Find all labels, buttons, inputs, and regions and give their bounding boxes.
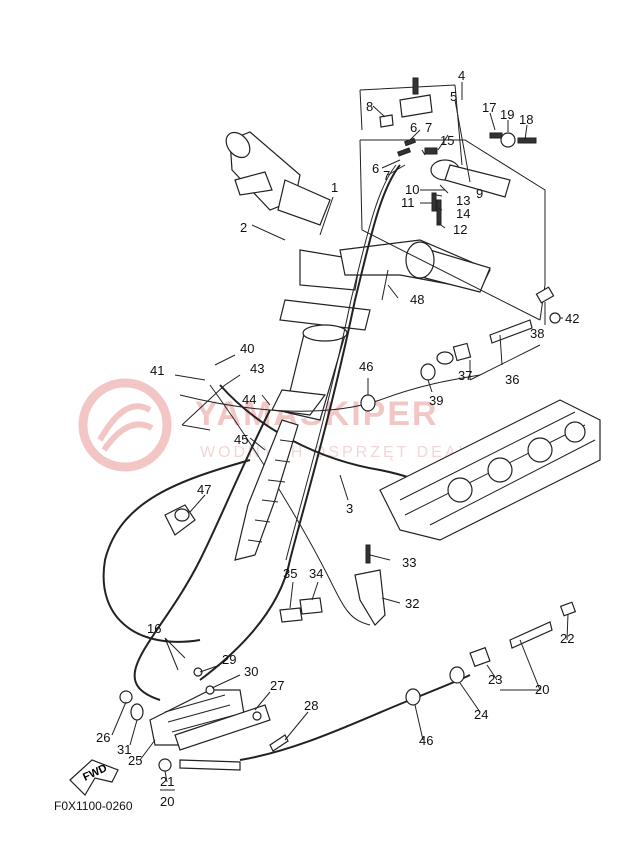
label-22: 22	[560, 631, 574, 646]
label-42: 42	[565, 311, 579, 326]
label-23: 23	[488, 672, 502, 687]
adjuster-parts	[360, 286, 561, 412]
part-labels: 1 2 3 4 5 6 7 8 15 6 7 10 13 9 11 14 12 …	[96, 68, 579, 809]
label-32: 32	[405, 596, 419, 611]
label-25: 25	[128, 753, 142, 768]
label-18: 18	[519, 112, 533, 127]
label-4: 4	[458, 68, 465, 83]
label-1: 1	[331, 180, 338, 195]
engine-block	[379, 399, 601, 541]
label-45: 45	[234, 432, 248, 447]
label-26: 26	[96, 730, 110, 745]
bracket-32	[279, 544, 386, 626]
label-5: 5	[450, 89, 457, 104]
label-38: 38	[530, 326, 544, 341]
label-43: 43	[250, 361, 264, 376]
label-33: 33	[402, 555, 416, 570]
label-21: 21	[160, 774, 174, 789]
label-12: 12	[453, 222, 467, 237]
label-15: 15	[440, 133, 454, 148]
label-2: 2	[240, 220, 247, 235]
label-47: 47	[197, 482, 211, 497]
label-28: 28	[304, 698, 318, 713]
label-6a: 6	[410, 120, 417, 135]
label-30: 30	[244, 664, 258, 679]
label-29: 29	[222, 652, 236, 667]
label-36: 36	[505, 372, 519, 387]
label-48: 48	[410, 292, 424, 307]
label-3: 3	[346, 501, 353, 516]
handlebar-left-grip	[225, 131, 331, 226]
throttle-parts	[379, 77, 537, 226]
label-40: 40	[240, 341, 254, 356]
label-20a: 20	[535, 682, 549, 697]
handlebar-right	[339, 239, 491, 301]
cable-clamp-47	[164, 504, 196, 536]
label-46a: 46	[359, 359, 373, 374]
label-46b: 46	[419, 733, 433, 748]
label-13: 13	[456, 193, 470, 208]
label-9: 9	[476, 186, 483, 201]
label-6b: 6	[372, 161, 379, 176]
label-7b: 7	[383, 168, 390, 183]
watermark-logo-icon	[78, 378, 172, 472]
label-39: 39	[429, 393, 443, 408]
label-34: 34	[309, 566, 323, 581]
label-41: 41	[150, 363, 164, 378]
label-14: 14	[456, 206, 470, 221]
lower-bracket	[119, 667, 271, 772]
label-16: 16	[147, 621, 161, 636]
cable-sleeve	[234, 419, 299, 561]
label-24: 24	[474, 707, 488, 722]
label-20b: 20	[160, 794, 174, 809]
fwd-arrow: FWD	[69, 759, 119, 796]
label-37: 37	[458, 368, 472, 383]
label-7a: 7	[425, 120, 432, 135]
label-17: 17	[482, 100, 496, 115]
label-11: 11	[401, 195, 415, 210]
figure-code: F0X1100-0260	[54, 799, 133, 813]
label-8: 8	[366, 99, 373, 114]
label-10: 10	[405, 182, 419, 197]
label-35: 35	[283, 566, 297, 581]
label-31: 31	[117, 742, 131, 757]
label-44: 44	[242, 392, 256, 407]
lower-cable-end	[179, 601, 577, 771]
leader-lines	[111, 82, 569, 791]
label-27: 27	[270, 678, 284, 693]
label-19: 19	[500, 107, 514, 122]
steering-column	[271, 249, 371, 421]
